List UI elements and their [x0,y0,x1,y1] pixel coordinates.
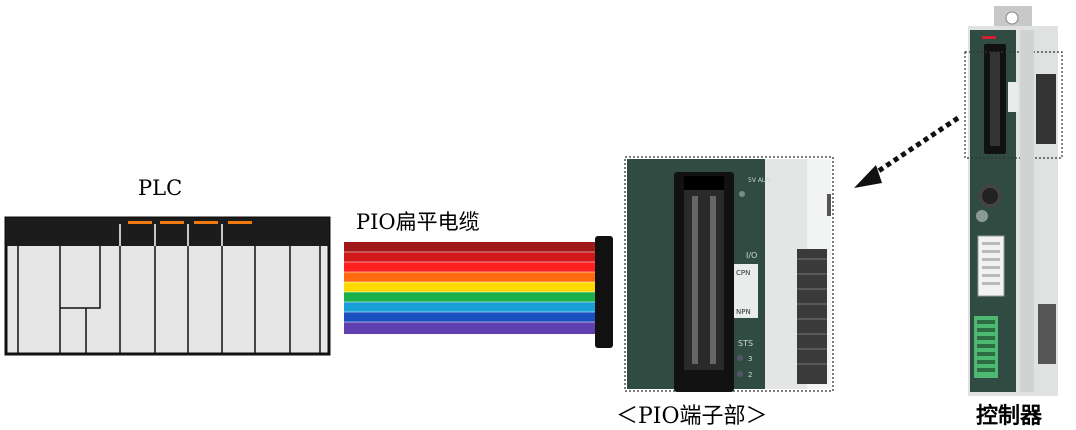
cable-label: PIO扁平电缆 [356,210,480,234]
controller-unit [964,6,1063,396]
panel-sts-2: 2 [748,371,752,379]
plc-unit [4,216,331,356]
panel-sts-3: 3 [748,355,752,363]
plc-indicator [160,221,184,224]
terminal-label: ＜PIO端子部＞ [616,404,768,429]
plc-indicator [128,221,152,224]
panel-text-npn: NPN [736,308,751,316]
panel-text-sts: STS [738,339,753,348]
plc-label: PLC [138,176,183,200]
panel-text-cpn: CPN [736,269,750,277]
flat-cable [344,236,613,348]
panel-text-io: I/O [746,251,757,260]
pio-terminal-closeup: 5V ALM I/O CPN NPN STS 3 2 [624,156,834,392]
controller-label: 控制器 [976,404,1043,429]
plc-indicator [228,221,252,224]
zoom-arrow [854,115,960,188]
panel-text-top: 5V ALM [748,177,770,184]
plc-indicator [194,221,218,224]
cable-connector [595,236,613,348]
